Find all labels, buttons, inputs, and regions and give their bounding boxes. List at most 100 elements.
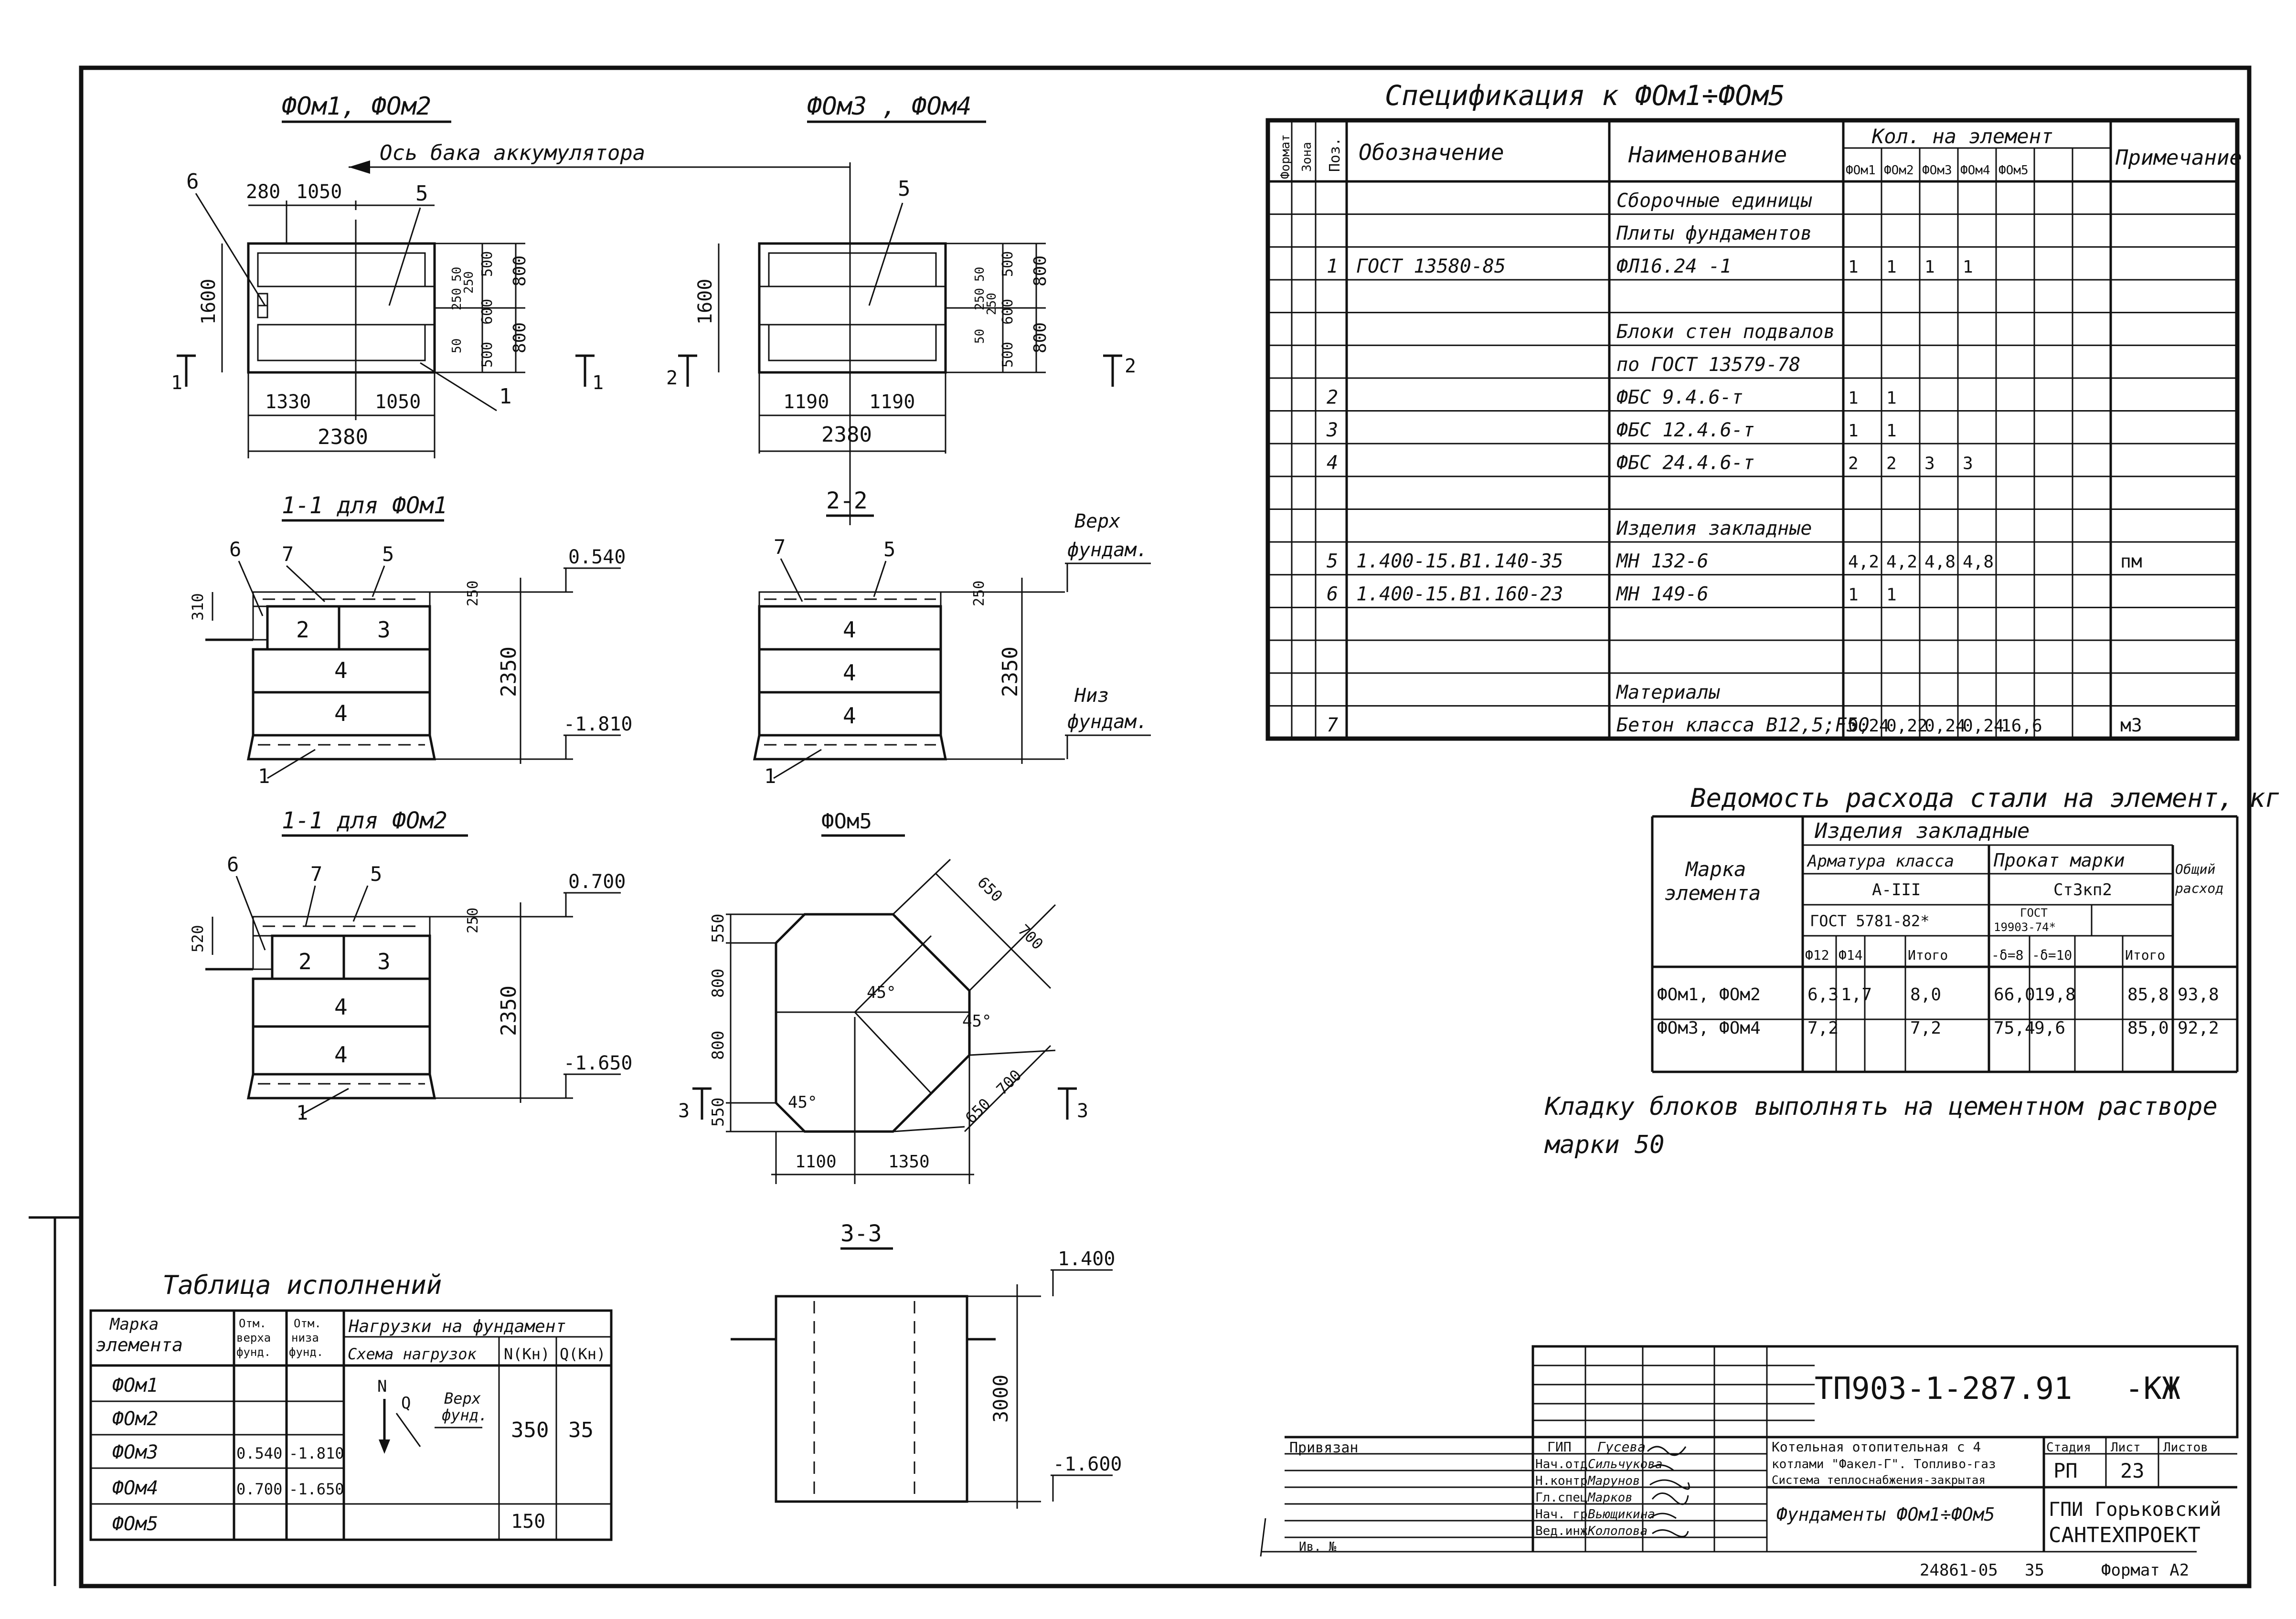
note-line-2: марки 50 <box>1544 1131 1664 1159</box>
title-block: ТП903-1-287.91 -КЖ Привязан Ив. № ГИП На… <box>1260 1345 2239 1580</box>
spec-cell-name: Материалы <box>1616 681 1721 703</box>
sheet-frame <box>29 65 2252 1588</box>
plan2-cut-left: 2 <box>666 367 678 389</box>
tb-project-1: Котельная отопительная с 4 <box>1772 1439 1981 1455</box>
s1-callout-5: 5 <box>382 542 394 566</box>
plan1-dim-1600: 1600 <box>198 279 220 325</box>
tb-project-3: Система теплоснабжения-закрытая <box>1772 1473 1986 1487</box>
tb-sheet-name: Фундаменты ФОм1÷ФОм5 <box>1776 1504 1995 1525</box>
plan2-rdim-50b: 50 <box>973 329 987 344</box>
ispoln-h-bot-3: фунд. <box>289 1345 323 1359</box>
steel-row-value: 7,2 <box>1910 1018 1941 1038</box>
spec-cell-des: 1.400-15.В1.140-35 <box>1356 550 1563 572</box>
plan1-rdim-500b: 500 <box>479 342 496 368</box>
spec-cell-name: по ГОСТ 13579-78 <box>1616 354 1800 376</box>
s33-title: 3-3 <box>840 1220 882 1247</box>
tb-name-4: Марков <box>1587 1491 1633 1505</box>
plan2-rdim-50a: 50 <box>973 267 987 282</box>
tb-project-2: котлами "Факел-Г". Топливо-газ <box>1772 1457 1996 1471</box>
spec-title: Спецификация к ФОм1÷ФОм5 <box>1385 79 1785 112</box>
s2-top-label-1: Верх <box>1074 510 1120 532</box>
plan2-rdim-500a: 500 <box>999 251 1016 277</box>
spec-cell-pos: 4 <box>1327 452 1338 474</box>
spec-cell-qty: 3 <box>1924 454 1935 474</box>
steel-row-value: 8,0 <box>1910 985 1941 1005</box>
s3-block-3: 3 <box>377 949 391 974</box>
s3-level-bottom: -1.650 <box>563 1052 633 1074</box>
steel-row-value: 85,0 <box>2127 1018 2169 1038</box>
plan1-callout-6: 6 <box>186 169 199 194</box>
spec-h-q4: ФОм4 <box>1960 163 1990 178</box>
sheet-code: ТП903-1-287.91 <box>1815 1371 2072 1407</box>
steel-subheader: -δ=8 <box>1991 947 2023 963</box>
spec-cell-pos: 2 <box>1327 386 1338 408</box>
plan1-rdim-250b: 250 <box>450 288 464 310</box>
s2-dim-2350: 2350 <box>998 646 1022 697</box>
ispoln-row-top: 0.540 <box>236 1444 282 1462</box>
s3-callout-6: 6 <box>227 853 239 876</box>
fom5-angle-2: 45° <box>962 1012 991 1031</box>
spec-cell-name: Блоки стен подвалов <box>1616 321 1835 343</box>
steel-row-value: 85,8 <box>2127 985 2169 1005</box>
spec-cell-qty: 1 <box>1848 585 1859 604</box>
spec-cell-name: МН 149-6 <box>1616 583 1709 605</box>
spec-cell-qty: 1 <box>1848 388 1859 408</box>
plan1-rdim-800a: 800 <box>510 255 530 286</box>
steel-subheader: Ф12 <box>1805 947 1829 963</box>
ispoln-h-loads: Нагрузки на фундамент <box>348 1317 566 1336</box>
spec-h-q3: ФОм3 <box>1922 163 1952 178</box>
spec-cell-name: ФБС 24.4.6-т <box>1616 452 1754 474</box>
plan-fom3-fom4: ФОм3 , ФОм4 1190 1190 2380 1600 50 500 2… <box>666 92 1136 454</box>
ispoln-n-last: 150 <box>511 1511 545 1533</box>
variants-table: Таблица исполнений Марка элемента Отм. в… <box>89 1270 613 1541</box>
steel-title: Ведомость расхода стали на элемент, кг <box>1690 783 2280 813</box>
s2-bottom-label-2: фундам. <box>1067 711 1148 733</box>
tb-inv: Ив. № <box>1299 1540 1337 1554</box>
fom5-bdim-1350: 1350 <box>888 1152 930 1172</box>
spec-cell-name: Бетон класса В12,5;F50 <box>1616 714 1870 736</box>
steel-row-value: 9,6 <box>2034 1018 2065 1038</box>
spec-cell-qty: 1 <box>1886 421 1897 441</box>
sheet-code-suffix: -КЖ <box>2125 1371 2180 1407</box>
steel-row-total: 93,8 <box>2178 985 2219 1005</box>
spec-cell-des: 1.400-15.В1.160-23 <box>1356 583 1563 605</box>
tb-name-2: Сильчукова <box>1588 1457 1663 1471</box>
steel-row-value: 1,7 <box>1841 985 1872 1005</box>
spec-cell-qty: 1 <box>1848 421 1859 441</box>
plan1-dim-2380: 2380 <box>318 425 368 449</box>
s33-dim-3000: 3000 <box>989 1375 1012 1423</box>
steel-h-armat: Арматура класса <box>1807 852 1954 871</box>
ispoln-q-main: 35 <box>568 1418 594 1442</box>
spec-cell-name: Изделия закладные <box>1616 518 1812 540</box>
fom5-ldim-550b: 550 <box>709 1098 728 1127</box>
s3-block-4a: 4 <box>334 994 348 1020</box>
tb-name-5: Вьющикина <box>1588 1507 1655 1522</box>
tb-role-1: ГИП <box>1547 1439 1572 1455</box>
spec-cell-pos: 3 <box>1326 419 1338 441</box>
note-line-1: Кладку блоков выполнять на цементном рас… <box>1544 1092 2218 1121</box>
plan2-dim-1600: 1600 <box>694 279 716 325</box>
spec-cell-qty: 0,24 <box>1963 716 2004 736</box>
plan1-callout-1: 1 <box>499 384 512 409</box>
plan1-cut-left: 1 <box>171 372 182 394</box>
spec-h-designation: Обозначение <box>1359 139 1504 165</box>
spec-cell-qty: 4,8 <box>1963 552 1994 572</box>
spec-cell-qty: 4,2 <box>1848 552 1879 572</box>
format-label: Формат А2 <box>2101 1561 2189 1580</box>
steel-h-items: Изделия закладные <box>1814 819 2030 843</box>
scheme-Q: Q <box>401 1394 411 1413</box>
fom5-ldim-550a: 550 <box>709 914 728 943</box>
plan2-rdim-800a: 800 <box>1031 255 1050 286</box>
plan2-rdim-250a: 250 <box>973 288 987 310</box>
steel-row-total: 92,2 <box>2178 1018 2219 1038</box>
tb-role-4: Гл.спец <box>1535 1491 1588 1505</box>
ispoln-row-top: 0.700 <box>236 1480 282 1498</box>
steel-row-value: 7,2 <box>1807 1018 1839 1038</box>
plan1-dim-1330: 1330 <box>265 391 311 413</box>
tb-h-stage: Стадия <box>2046 1440 2091 1455</box>
steel-subheader: Ф14 <box>1839 947 1863 963</box>
s2-block-4a: 4 <box>843 617 856 643</box>
spec-cell-qty: 4,8 <box>1924 552 1956 572</box>
